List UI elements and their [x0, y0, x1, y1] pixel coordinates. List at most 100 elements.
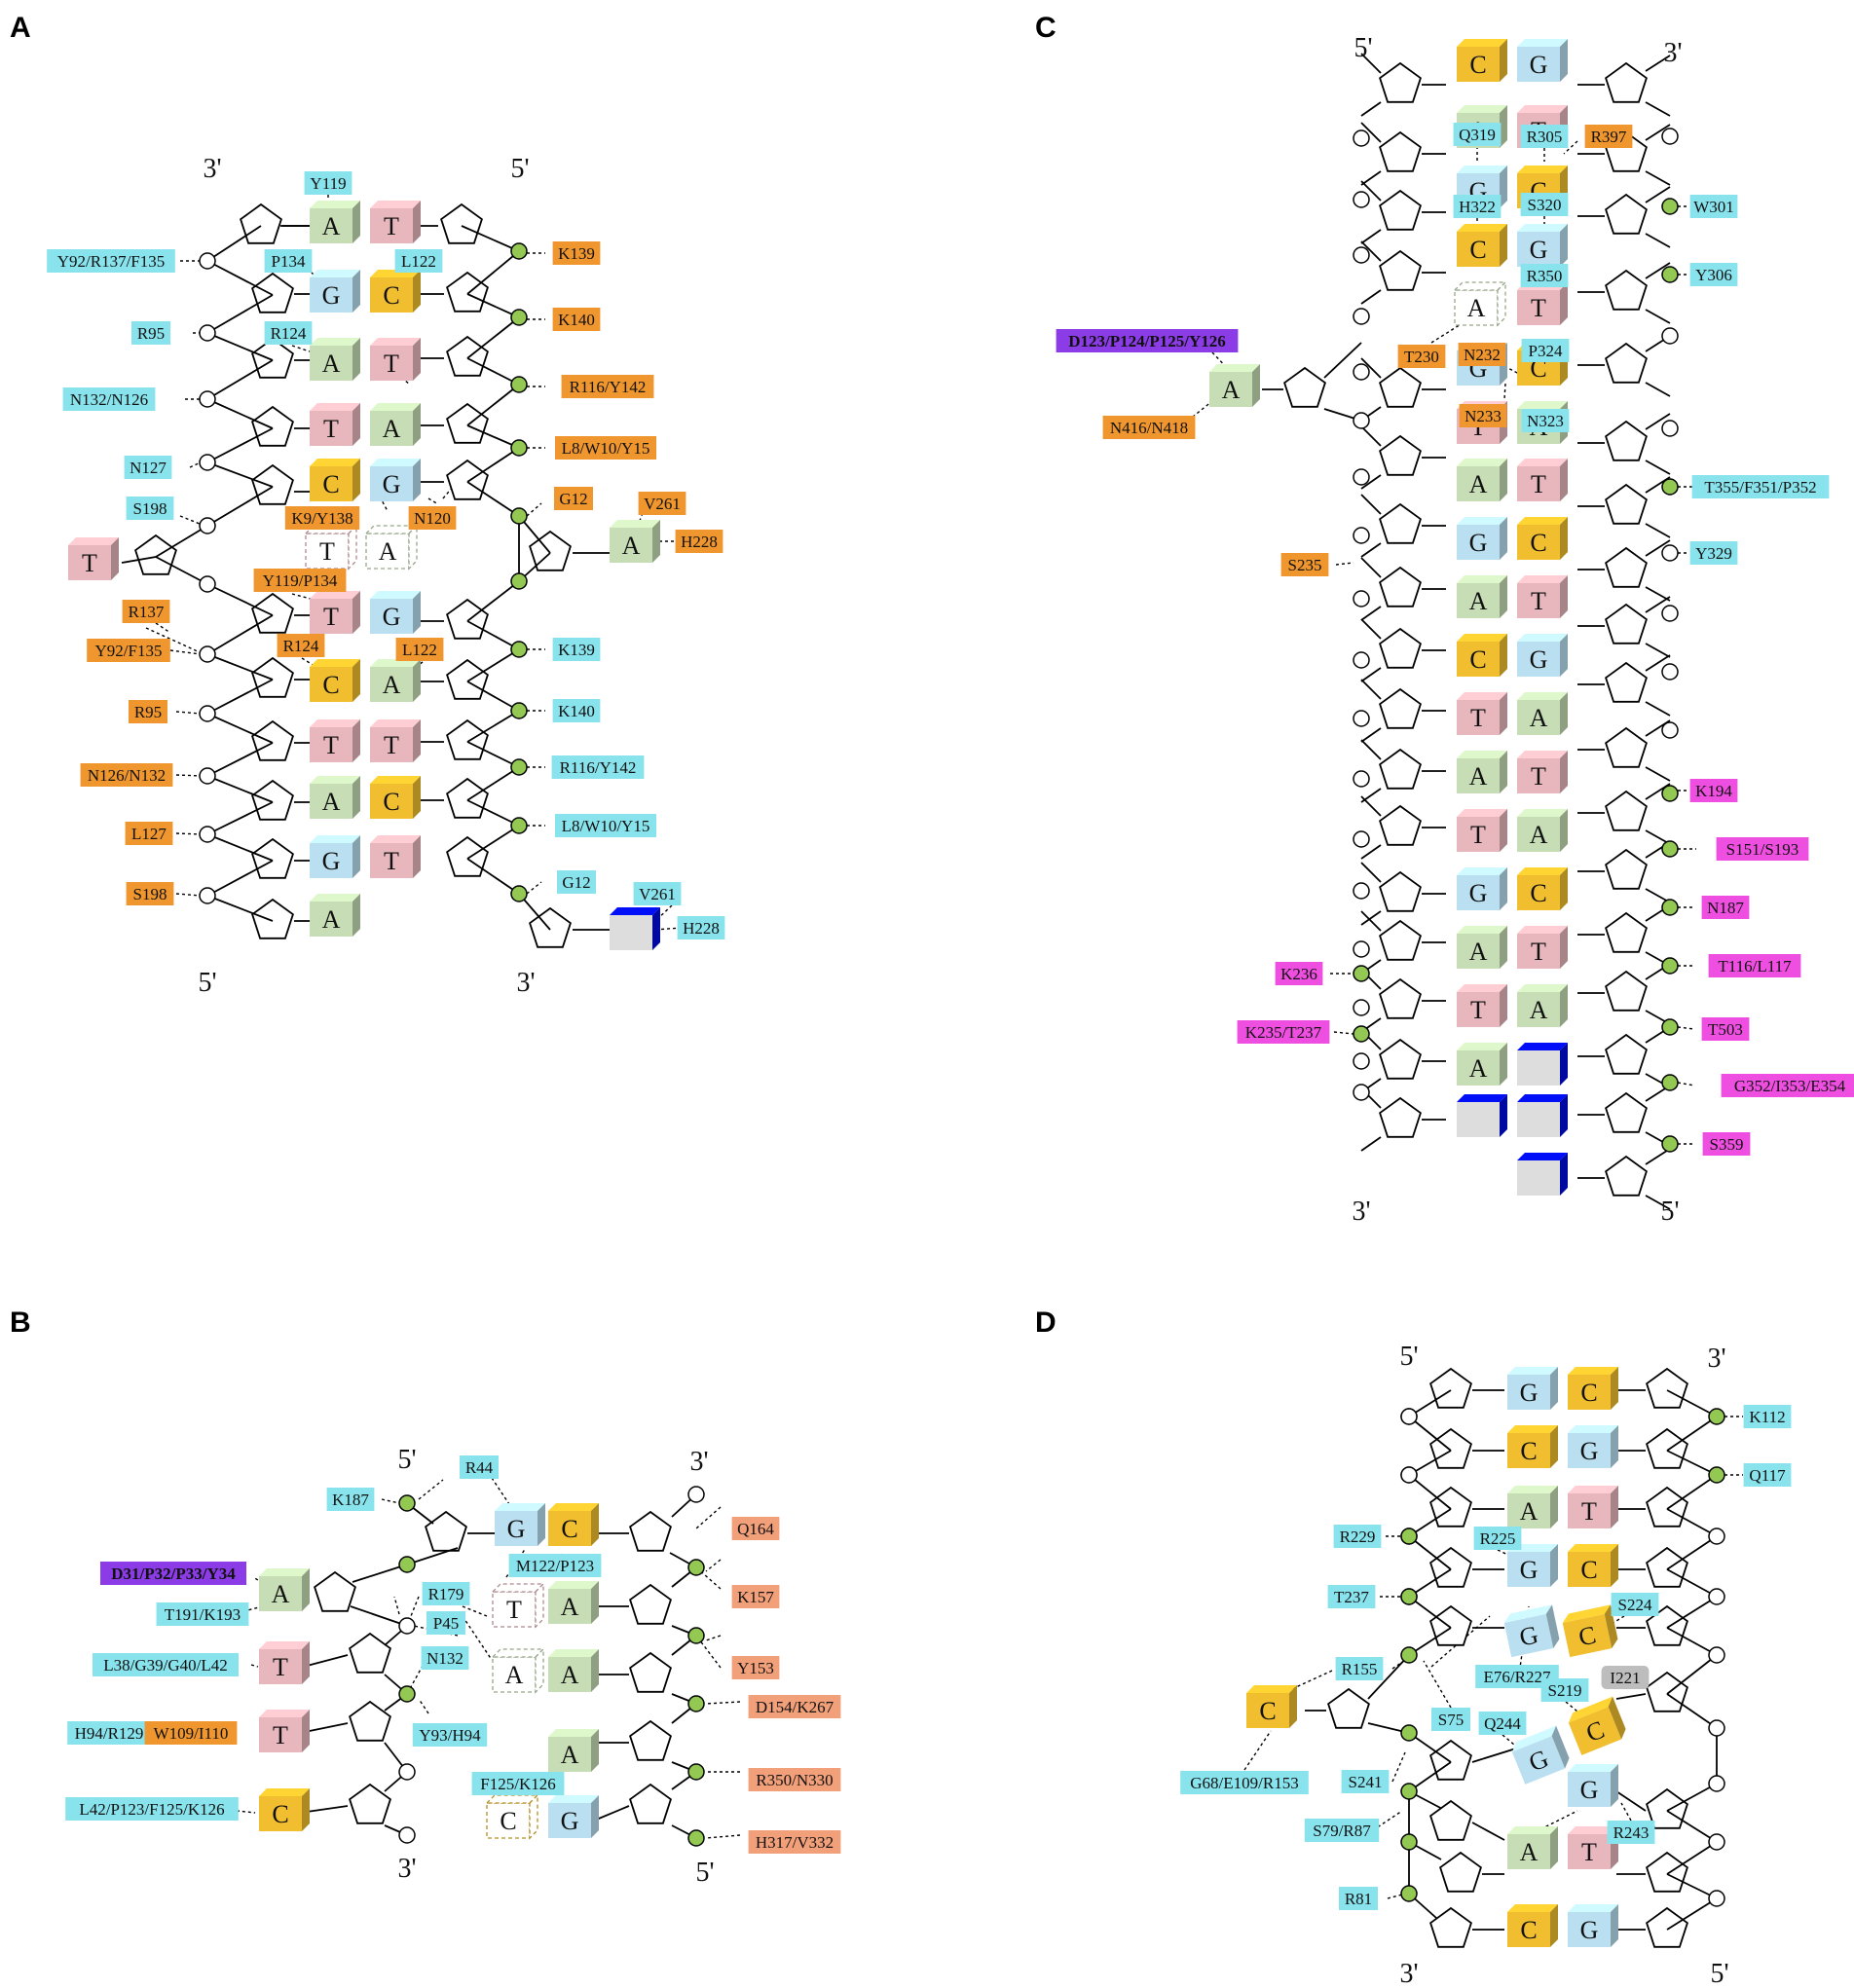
phosphate	[1708, 1775, 1725, 1792]
residue-label: R229	[1340, 1528, 1376, 1546]
residue-label: R95	[137, 324, 165, 343]
sugar-ring	[1605, 911, 1648, 953]
base-top	[1517, 105, 1568, 113]
base-A: A	[491, 1647, 545, 1694]
base-top	[1517, 224, 1568, 232]
base-top	[548, 1503, 599, 1511]
backbone-line	[121, 556, 157, 564]
residue-label: G68/E109/R153	[1190, 1774, 1298, 1792]
base-side	[1560, 459, 1568, 501]
label-box	[552, 241, 601, 265]
base-top	[310, 835, 360, 843]
residue-label: R137	[129, 603, 165, 621]
base-side	[1560, 867, 1568, 910]
base-face	[548, 1511, 591, 1546]
contact-line	[1620, 1802, 1632, 1822]
backbone-line	[1645, 1195, 1671, 1210]
base-letter: C	[1469, 236, 1486, 264]
label-box	[304, 171, 352, 195]
ghost-side	[348, 524, 357, 571]
base-A: A	[370, 403, 421, 446]
base-letter: A	[1520, 1838, 1539, 1866]
phosphate	[1708, 1890, 1725, 1907]
phosphate-contact	[1353, 965, 1370, 982]
backbone-line	[1645, 596, 1671, 613]
backbone-line	[466, 648, 520, 682]
base-side	[1560, 282, 1568, 325]
backbone-line	[1645, 654, 1671, 672]
sugar-ring	[1646, 1906, 1688, 1948]
base-face	[310, 346, 352, 381]
sugar-ring	[1379, 434, 1422, 476]
base-letter: G	[383, 470, 401, 498]
backbone-line	[1666, 1450, 1718, 1476]
residue-label: P45	[433, 1614, 459, 1633]
base-letter: A	[322, 350, 341, 378]
base-face	[548, 1737, 591, 1772]
base-letter: A	[1520, 1497, 1539, 1526]
base-top	[548, 1581, 599, 1589]
contact-line	[1565, 1701, 1578, 1712]
base-top	[1568, 1764, 1618, 1772]
base-top	[1507, 1826, 1558, 1834]
contact-line	[1211, 351, 1232, 373]
sugar-ring	[1605, 726, 1648, 768]
phosphate-contact	[1400, 1588, 1418, 1605]
base-letter: C	[500, 1807, 516, 1835]
base-face	[370, 599, 413, 634]
contact-line	[155, 622, 171, 634]
phosphate-contact	[510, 641, 528, 658]
label-box	[1521, 409, 1570, 432]
sugar-ring	[1605, 420, 1648, 461]
base-T: T	[1457, 984, 1507, 1027]
phosphate-contact	[687, 1627, 705, 1644]
backbone-line	[1367, 1654, 1410, 1700]
phosphate	[199, 645, 216, 663]
base-letter: T	[319, 537, 335, 566]
base-letter: T	[323, 731, 339, 759]
label-box	[125, 822, 173, 845]
phosphate	[1708, 1528, 1725, 1545]
base-G: G	[1568, 1764, 1618, 1807]
base-side	[302, 1641, 310, 1684]
base-letter: T	[1531, 762, 1546, 791]
base-A: A	[310, 338, 360, 381]
backbone-line	[206, 614, 274, 655]
ghost-face	[365, 533, 410, 570]
backbone-line	[1645, 309, 1671, 324]
phosphate	[398, 1826, 416, 1844]
backbone-line	[1323, 342, 1362, 379]
panel-letter: B	[10, 1307, 31, 1339]
base-T: T	[1457, 809, 1507, 852]
label-box	[412, 1723, 488, 1747]
phosphate-contact	[1661, 840, 1679, 858]
backbone-line	[1666, 1627, 1718, 1656]
phosphate-contact	[398, 1494, 416, 1512]
label-box	[1716, 837, 1809, 861]
phosphate	[1661, 128, 1679, 145]
base-face	[310, 784, 352, 819]
base-side	[352, 591, 360, 634]
base-face	[1517, 47, 1560, 82]
phosphate	[1353, 468, 1370, 486]
base-top	[370, 403, 421, 411]
contact-line	[1677, 1082, 1695, 1086]
base-letter: G	[322, 847, 341, 875]
residue-label: R124	[271, 324, 307, 343]
base-side	[352, 776, 360, 819]
base-C: C	[1568, 1367, 1618, 1410]
phosphate-contact	[687, 1695, 705, 1712]
label-box	[552, 699, 601, 722]
base-letter: T	[1531, 470, 1546, 498]
residue-label: R305	[1527, 128, 1563, 146]
contact-line	[705, 1559, 722, 1572]
base-A: A	[364, 524, 419, 571]
base-side	[1611, 1425, 1618, 1468]
base-A: A	[548, 1581, 599, 1624]
strand-end-label: 3'	[516, 968, 535, 998]
residue-label: V261	[639, 885, 676, 903]
base-letter: T	[273, 1721, 288, 1749]
residue-label: T355/F351/P352	[1704, 478, 1816, 497]
sugar-ring	[251, 719, 294, 761]
residue-label: Y329	[1695, 544, 1732, 563]
